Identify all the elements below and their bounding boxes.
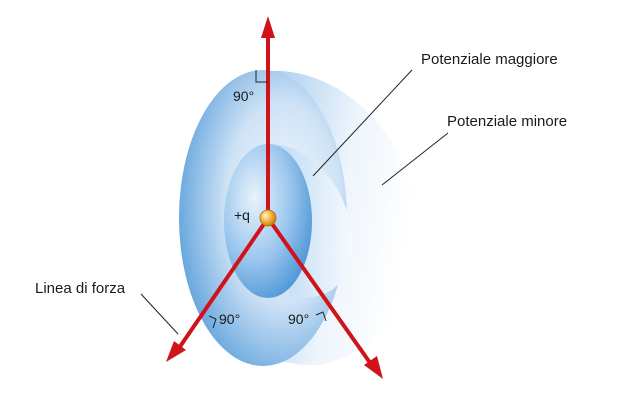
label-field-line: Linea di forza bbox=[35, 280, 126, 297]
leader-higher-potential bbox=[312, 69, 413, 177]
label-angle-right: 90° bbox=[288, 311, 309, 327]
label-angle-left: 90° bbox=[219, 311, 240, 327]
label-angle-top: 90° bbox=[233, 88, 254, 104]
field-arrowheads bbox=[166, 16, 383, 379]
right-angle-top bbox=[255, 70, 268, 83]
field-line-right bbox=[266, 216, 375, 369]
right-angle-markers bbox=[208, 70, 327, 329]
leader-lines bbox=[140, 69, 449, 335]
field-lines bbox=[175, 34, 375, 369]
leader-field-line bbox=[140, 293, 179, 335]
right-angle-left bbox=[208, 315, 217, 329]
label-higher-potential: Potenziale maggiore bbox=[421, 51, 558, 68]
arrowhead-right-icon bbox=[364, 356, 383, 379]
leader-lower-potential bbox=[381, 132, 449, 186]
right-angle-right bbox=[315, 311, 327, 322]
arrowhead-left-icon bbox=[166, 341, 186, 362]
label-lower-potential: Potenziale minore bbox=[447, 113, 567, 130]
field-line-left bbox=[175, 216, 270, 353]
point-charge bbox=[259, 209, 277, 227]
arrowhead-up-icon bbox=[261, 16, 275, 38]
label-charge: +q bbox=[234, 207, 250, 223]
